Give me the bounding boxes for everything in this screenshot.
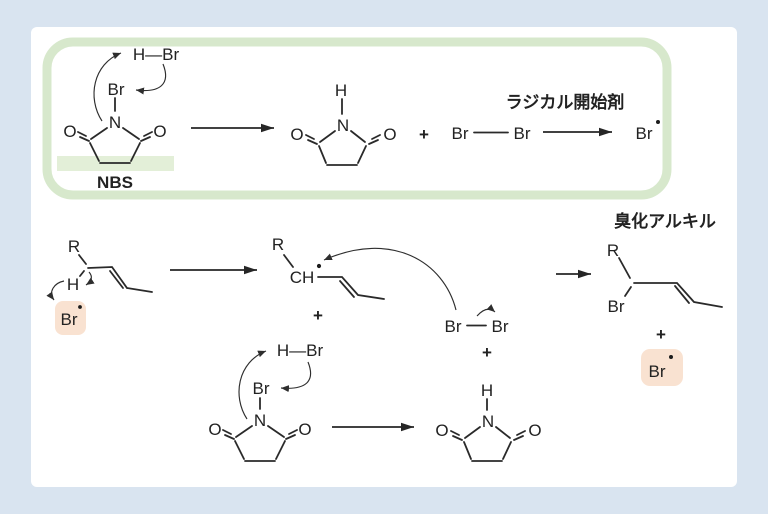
double-bond-inner <box>339 280 355 298</box>
bromine-label: Br <box>445 317 462 336</box>
ring-bonds <box>318 130 367 166</box>
hydrogen-label: H <box>335 81 347 100</box>
radical-initiator-label: ラジカル開始剤 <box>506 92 625 112</box>
br2-molecule-bottom: Br Br + <box>445 304 509 362</box>
curved-arrow-br2-to-radical <box>323 247 457 311</box>
curved-arrow-n-to-h <box>93 52 122 122</box>
c-h-bond <box>79 270 85 277</box>
radical-highlight-box <box>55 301 86 335</box>
bromine-radical-top: Br <box>636 120 660 143</box>
hbr-label: H—Br <box>277 341 324 360</box>
r-c-bond <box>618 257 631 279</box>
bromine-label: Br <box>608 297 625 316</box>
oxygen-label: O <box>528 421 541 440</box>
r-c-bond <box>283 254 294 268</box>
nitrogen-label: N <box>254 411 266 430</box>
succinimide-product-bottom: H N O O <box>435 381 542 462</box>
bromine-radical-product-box: Br <box>641 349 683 386</box>
c-br-bond <box>624 286 632 297</box>
nbs-label: NBS <box>97 173 133 192</box>
plus-sign: + <box>419 125 429 144</box>
double-bond-inner <box>674 285 690 304</box>
curved-arrow-brbr-homolysis <box>476 304 496 317</box>
carbonyl-double-bonds <box>77 131 153 142</box>
bromine-label: Br <box>253 379 270 398</box>
nitrogen-label: N <box>337 116 349 135</box>
alkyl-bromide-product: 臭化アルキル R Br + <box>607 211 723 344</box>
nbs-reagent-structure: H—Br Br N O O NBS <box>57 45 179 192</box>
content-panel <box>31 27 737 487</box>
bromine-radical-reactant-box: Br <box>55 301 86 335</box>
nbs-structure-bottom: H—Br Br N O O <box>208 341 324 462</box>
radical-dot <box>316 263 322 269</box>
carbonyl-double-bonds <box>450 430 526 441</box>
radical-dot <box>656 120 660 124</box>
oxygen-label: O <box>153 122 166 141</box>
oxygen-label: O <box>298 420 311 439</box>
bromine-label: Br <box>492 317 509 336</box>
ring-bonds <box>89 127 141 164</box>
curved-arrow-n-to-h <box>238 350 267 420</box>
br2-molecule-top: Br Br <box>452 124 531 143</box>
r-group-label: R <box>272 235 284 254</box>
oxygen-label: O <box>208 420 221 439</box>
hydrogen-label: H <box>481 381 493 400</box>
curved-arrow-ch-bond <box>85 271 95 286</box>
initiation-box-border <box>42 37 672 200</box>
r-group-label: R <box>607 241 619 260</box>
hydrogen-label: H <box>67 275 79 294</box>
plus-sign: + <box>482 343 492 362</box>
oxygen-label: O <box>63 122 76 141</box>
allylic-radical-intermediate: R CH + <box>272 235 385 325</box>
chain-bonds <box>87 266 153 293</box>
nitrogen-label: N <box>482 412 494 431</box>
succinimide-product-top: H N O O <box>290 81 397 166</box>
chain-bonds <box>633 282 723 308</box>
bromine-label: Br <box>649 362 666 381</box>
curved-arrow-hbr-to-br <box>135 63 167 95</box>
chain-bonds <box>317 276 385 300</box>
ring-bonds <box>234 425 286 462</box>
plus-sign: + <box>656 325 666 344</box>
initiation-box: H—Br Br N O O NBS H N O O + Br <box>42 37 672 200</box>
bromine-label: Br <box>108 80 125 99</box>
bromine-label: Br <box>636 124 653 143</box>
curved-arrow-hbr-to-br <box>280 361 312 393</box>
ring-bonds <box>463 426 512 462</box>
oxygen-label: O <box>290 125 303 144</box>
hbr-label: H—Br <box>133 45 180 64</box>
curved-arrow-h-to-br <box>46 280 65 301</box>
radical-dot <box>78 305 82 309</box>
nitrogen-label: N <box>109 113 121 132</box>
bromine-label: Br <box>61 310 78 329</box>
ch-label: CH <box>290 268 315 287</box>
alkene-reactant: R H <box>46 237 153 301</box>
radical-dot <box>669 355 673 359</box>
alkyl-bromide-label: 臭化アルキル <box>614 211 716 231</box>
oxygen-label: O <box>435 421 448 440</box>
carbonyl-double-bonds <box>222 429 298 440</box>
r-group-label: R <box>68 237 80 256</box>
bromine-label: Br <box>452 124 469 143</box>
plus-sign: + <box>313 306 323 325</box>
r-c-bond <box>78 254 87 265</box>
oxygen-label: O <box>383 125 396 144</box>
propagation-section: R H Br R CH + H <box>46 211 723 462</box>
carbonyl-double-bonds <box>305 134 381 145</box>
bromine-label: Br <box>514 124 531 143</box>
double-bond-inner <box>109 270 124 289</box>
